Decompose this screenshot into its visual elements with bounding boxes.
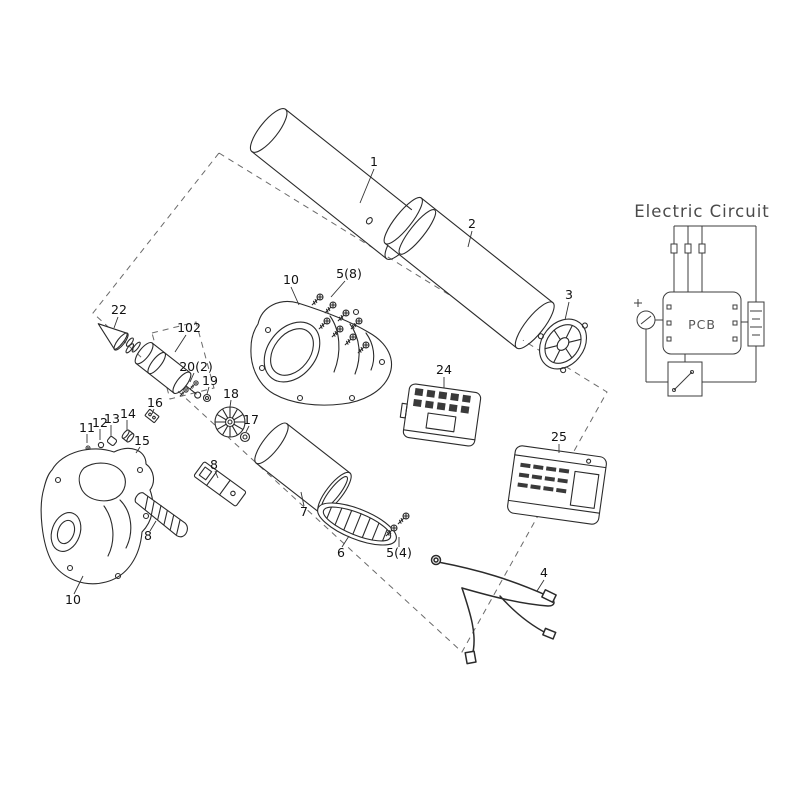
part-label-8-upper: 8 [210,457,218,472]
part-8-switch-module [193,461,247,507]
part-label-4: 4 [540,565,548,580]
part-7-inner-duct [254,422,352,514]
part-label-3: 3 [565,287,573,302]
part-4-wiring-harness [430,554,557,665]
part-label-18: 18 [223,386,239,401]
part-18-impeller [214,406,246,438]
part-label-10-top: 10 [283,272,299,287]
part-14-cap [121,429,135,443]
part-label-22: 22 [111,302,127,317]
part-12-ring [97,441,105,449]
part-label-24: 24 [436,362,452,377]
part-10-lower-housing [40,447,155,585]
part-8-trigger-lever [134,492,188,538]
part-label-20: 20(2) [179,359,213,374]
part-label-10-bottom: 10 [65,592,81,607]
part-label-13: 13 [104,411,120,426]
part-10-upper-housing [250,301,393,406]
part-25-charger [507,445,607,525]
part-label-17: 17 [243,412,259,427]
part-label-5-4: 5(4) [386,545,412,560]
part-102-motor [125,337,202,399]
part-label-12: 12 [92,415,108,430]
electric-circuit-schematic: Electric Circuit [634,202,770,397]
part-label-11: 11 [79,420,95,435]
part-label-102: 102 [177,320,201,335]
electric-circuit-title: Electric Circuit [634,202,770,221]
pcb-label: PCB [688,317,716,332]
part-label-8-lower: 8 [144,528,152,543]
part-2-blower-tube [383,196,555,350]
part-24-battery [399,383,482,447]
leader-lines [73,168,570,595]
part-6-intake-grille [317,502,397,546]
part-1-blower-tube [249,108,423,260]
part-22-cone [97,323,135,354]
part-17-washer [239,431,251,443]
part-label-5-8: 5(8) [336,266,362,281]
part-label-25: 25 [551,429,567,444]
part-label-1: 1 [370,154,378,169]
part-13-sleeve [106,436,118,446]
part-label-15: 15 [134,433,150,448]
part-label-14: 14 [120,406,136,421]
part-label-16: 16 [147,395,163,410]
part-3-fan-ring [537,318,588,374]
circuit-wiring [634,225,765,397]
part-16-bracket [144,409,160,423]
part-label-6: 6 [337,545,345,560]
part-label-7: 7 [300,504,308,519]
part-label-2: 2 [468,216,476,231]
part-labels: 1 2 3 10 5(8) 22 102 20(2) 19 18 17 16 1… [65,154,573,607]
part-19-bearing [202,393,212,403]
part-label-19: 19 [202,373,218,388]
